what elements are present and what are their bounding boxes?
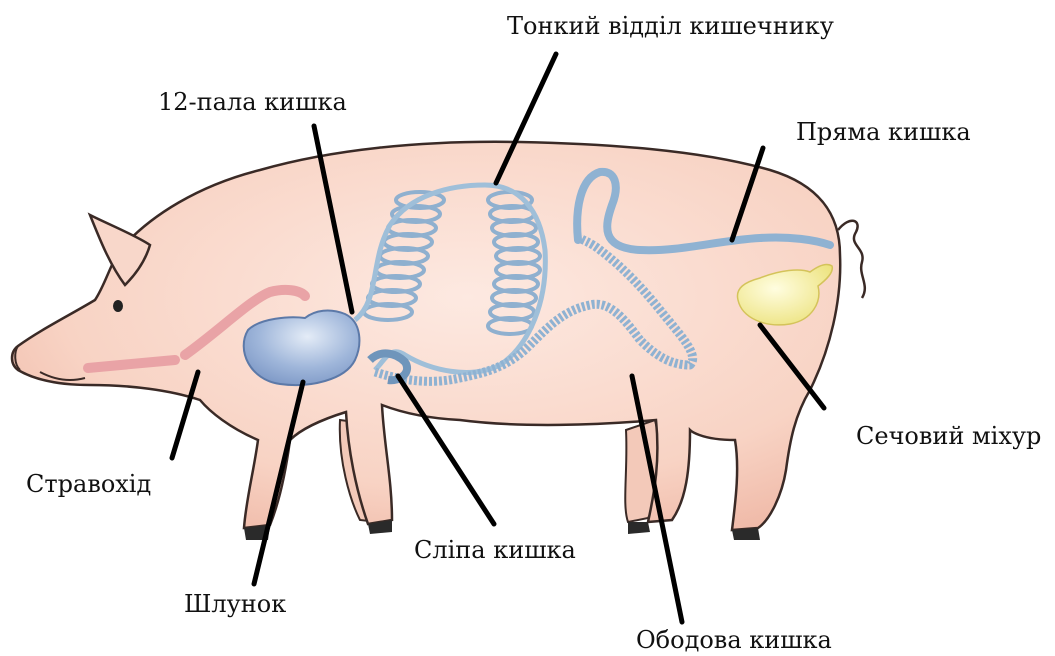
eye [113,300,123,312]
stomach [244,311,360,385]
label-colon: Ободова кишка [636,626,832,654]
label-esophagus: Стравохід [26,470,151,498]
label-bladder: Сечовий міхур [856,422,1041,450]
label-cecum: Сліпа кишка [414,536,576,564]
hoof [628,522,650,534]
label-duodenum: 12-пала кишка [158,88,347,116]
label-small-intestine: Тонкий відділ кишечнику [507,12,834,40]
tail [838,221,865,298]
label-stomach: Шлунок [184,590,286,618]
hoof [732,528,760,540]
label-rectum: Пряма кишка [796,118,971,146]
